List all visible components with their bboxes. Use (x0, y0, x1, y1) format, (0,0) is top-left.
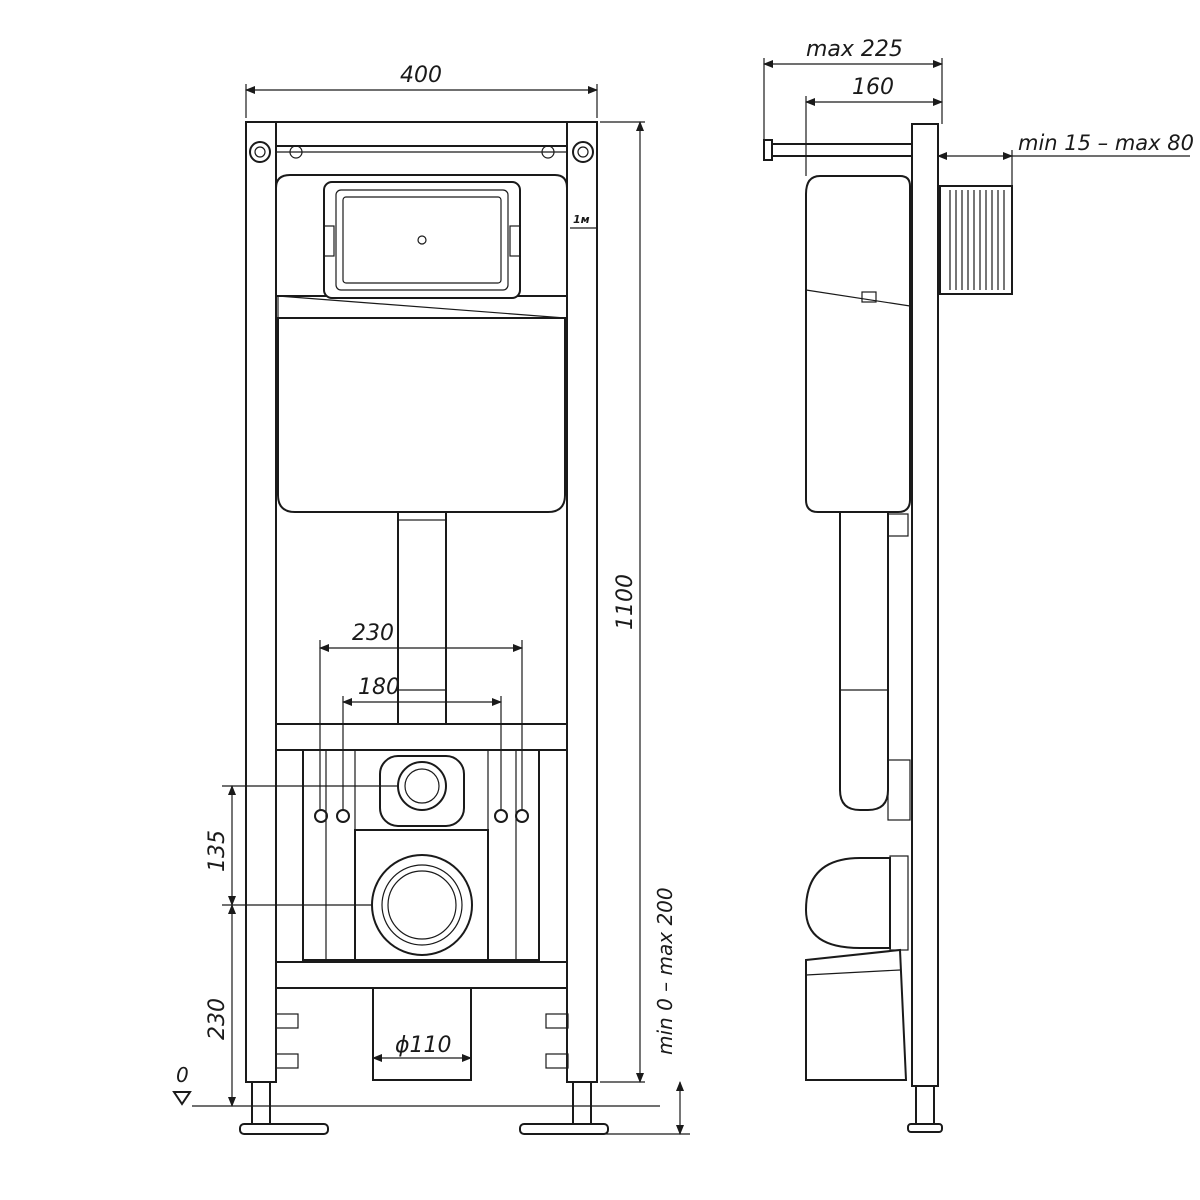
dim-160: 160 (852, 75, 894, 100)
cistern-lower (277, 317, 566, 513)
front-view: 1м (172, 63, 690, 1135)
dim-230-vertical: 230 (205, 998, 230, 1040)
side-frame (911, 123, 939, 1087)
level-mark-label: 1м (573, 213, 590, 226)
drain-pipe (372, 987, 472, 1081)
flush-rod (763, 143, 913, 157)
flush-pipe (397, 511, 447, 725)
dim-pipe-diameter: ϕ110 (395, 1033, 452, 1058)
side-view: max 225 160 min 15 – max 80 (763, 37, 1194, 1133)
dim-1100: 1100 (613, 574, 638, 630)
side-cistern (805, 175, 911, 513)
dim-230-horizontal: 230 (352, 621, 394, 646)
bolt-icon (275, 1013, 569, 1069)
dim-max-225: max 225 (806, 37, 903, 62)
wall-plate (939, 185, 1013, 295)
dim-wall-range: min 15 – max 80 (1018, 131, 1194, 155)
mounting-hole-icon (249, 141, 594, 163)
support-crossbar (275, 723, 568, 751)
dim-180: 180 (358, 675, 400, 700)
flush-plate-frame (323, 181, 521, 299)
left-upright (245, 121, 277, 1083)
floor-level-icon (172, 1091, 192, 1106)
dim-400: 400 (400, 63, 442, 88)
left-leg (251, 1081, 271, 1127)
dim-135: 135 (205, 830, 230, 872)
floor-zero-label: 0 (176, 1063, 189, 1087)
side-drain (805, 948, 908, 1081)
dim-leg-adjust: min 0 – max 200 (653, 887, 677, 1055)
right-upright (566, 121, 598, 1083)
bottom-crossbar (275, 961, 568, 989)
side-flush-pipe (839, 511, 889, 811)
top-crossbar (275, 121, 568, 147)
right-leg (572, 1081, 592, 1127)
side-waste-elbow (804, 857, 891, 949)
